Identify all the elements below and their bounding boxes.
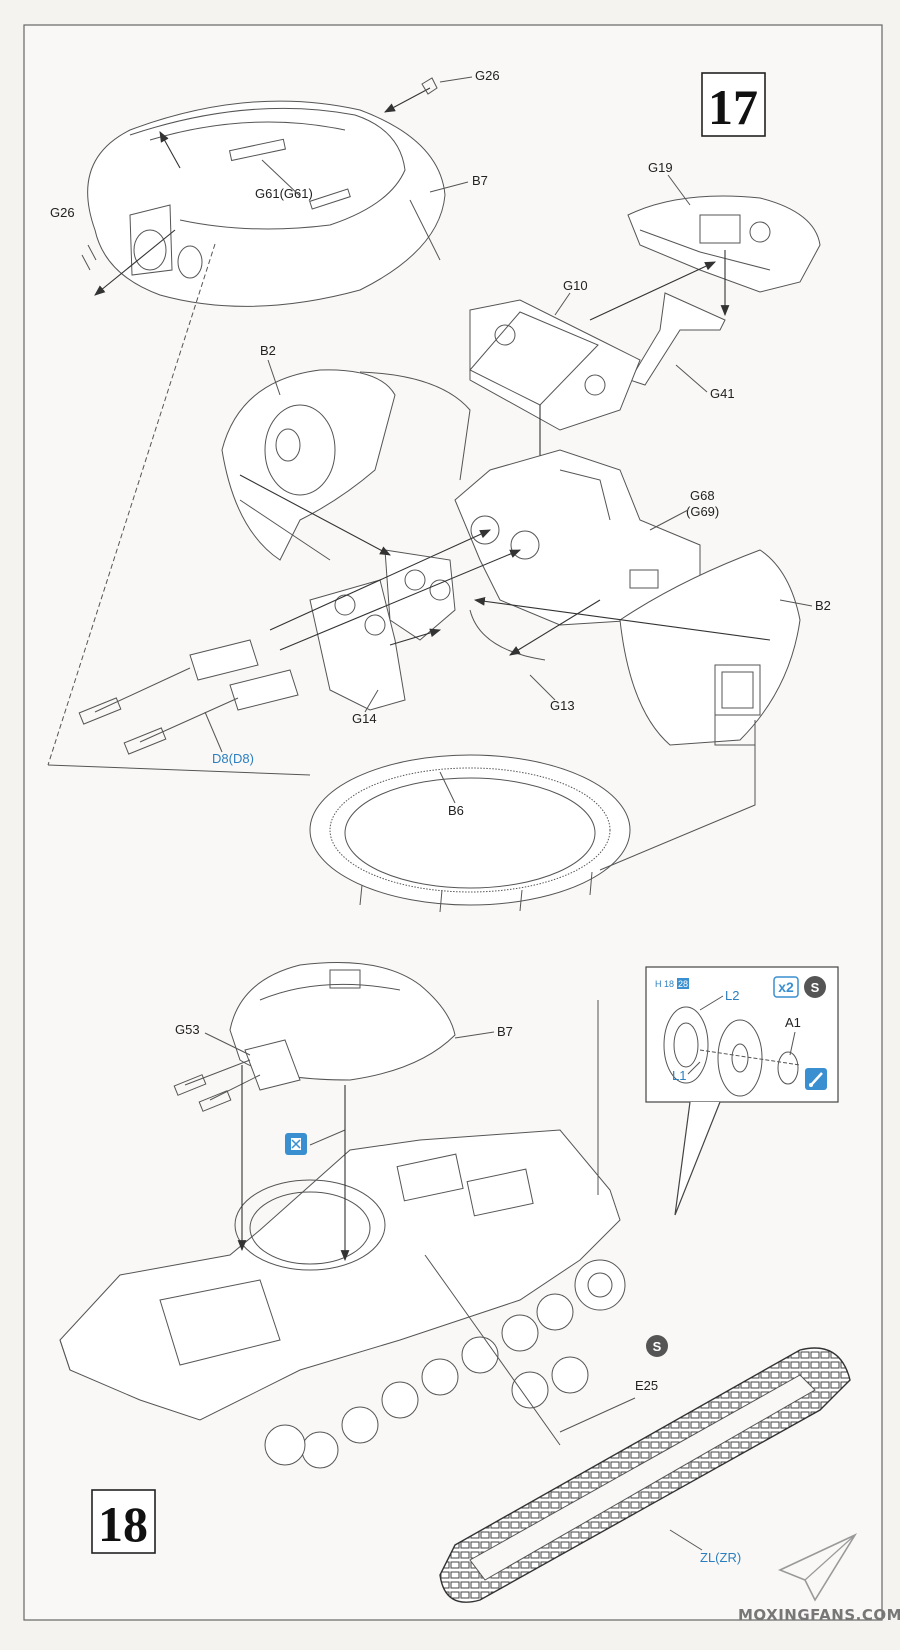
part-e25 — [559, 1397, 636, 1433]
inset-h28: 28 — [678, 979, 688, 989]
label-g10: G10 — [563, 278, 588, 293]
leader-g19 — [667, 174, 691, 206]
inset-h28-box — [677, 978, 689, 989]
road-wheels — [264, 1259, 626, 1469]
inset-label-a1: A1 — [785, 1015, 801, 1030]
watermark: MOXINGFANS.COM — [738, 1533, 900, 1624]
leader-g68 — [649, 509, 689, 531]
arrow-b2-right — [473, 596, 771, 641]
leader-b2-left — [267, 359, 281, 396]
arrow-g14 — [389, 628, 442, 646]
leader-g61 — [261, 159, 301, 197]
step-17-number: 17 — [708, 79, 758, 135]
guide-line-b2-b6 — [599, 720, 756, 871]
leader-cement — [309, 1129, 346, 1146]
g26-left-pins — [81, 244, 97, 271]
leader-g41 — [675, 364, 708, 393]
label-b2-right: B2 — [815, 598, 831, 613]
leader-b7-bottom — [454, 1031, 495, 1039]
label-g26-left: G26 — [50, 205, 75, 220]
label-b6: B6 — [448, 803, 464, 818]
leader-b7-top — [429, 181, 469, 193]
turret-roof-b7 — [87, 100, 446, 307]
turret-ring-b6 — [309, 754, 631, 913]
watermark-text: MOXINGFANS.COM — [738, 1606, 900, 1624]
label-g26-top: G26 — [475, 68, 500, 83]
leader-b6 — [439, 771, 456, 804]
leader-g53 — [204, 1032, 251, 1056]
cement-icon — [285, 1133, 307, 1155]
label-g53: G53 — [175, 1022, 200, 1037]
label-e25: E25 — [635, 1378, 658, 1393]
label-b7-bottom: B7 — [497, 1024, 513, 1039]
label-g13: G13 — [550, 698, 575, 713]
leader-d8 — [204, 711, 223, 753]
guide-line-b7 — [47, 243, 216, 766]
leader-g14 — [364, 689, 379, 713]
label-g68: G68 — [690, 488, 715, 503]
arrow-g13 — [509, 599, 601, 656]
hull — [59, 1129, 621, 1421]
inset-leader-l1 — [687, 1061, 701, 1075]
guide-line-b7-b — [47, 764, 311, 776]
leader-zl — [669, 1529, 703, 1551]
inset-leader-l2 — [699, 995, 724, 1011]
g13-curve — [469, 609, 546, 661]
inset-label-l2: L2 — [725, 988, 739, 1003]
inset-s-badge: S — [804, 976, 826, 998]
turret-side-b2-right — [619, 549, 801, 746]
turret-assembly-b7 — [173, 962, 456, 1112]
paper-plane-icon — [777, 1533, 858, 1602]
svg-text:S: S — [653, 1339, 662, 1354]
label-g41: G41 — [710, 386, 735, 401]
inset-label-l1: L1 — [672, 1068, 686, 1083]
inset-h-code: H — [655, 979, 662, 989]
leader-b2-right — [779, 599, 813, 607]
label-g19: G19 — [648, 160, 673, 175]
label-b7-top: B7 — [472, 173, 488, 188]
leader-g26-top — [439, 76, 473, 83]
part-g41 — [629, 292, 726, 386]
arrow-g61 — [159, 131, 181, 169]
label-zl: ZL(ZR) — [700, 1550, 741, 1565]
step-18-badge: 18 — [91, 1489, 156, 1554]
arrow-barrel-to-mantle — [269, 529, 492, 631]
arrow-g26-top — [384, 87, 431, 113]
part-g19 — [627, 195, 821, 293]
step-18-number: 18 — [98, 1496, 148, 1552]
leader-g10 — [554, 292, 571, 316]
svg-text:S: S — [811, 980, 820, 995]
arrow-b2-to-g13 — [239, 474, 391, 556]
arrow-g26-left — [94, 229, 176, 296]
svg-text:x2: x2 — [778, 979, 794, 995]
arrow-g10-to-g19 — [589, 261, 716, 321]
label-g14: G14 — [352, 711, 377, 726]
label-d8: D8(D8) — [212, 751, 254, 766]
arrow-barrel2-to-mantle — [279, 549, 522, 651]
leader-g13 — [529, 674, 556, 701]
badge-s-wheels: S — [646, 1335, 668, 1357]
inset-times2-badge: x2 — [773, 976, 799, 998]
inset-h18: 18 — [664, 979, 674, 989]
guide-line-track — [424, 1254, 561, 1446]
inset-leader-a1 — [789, 1031, 796, 1056]
part-g13 — [384, 549, 456, 641]
turret-side-b2-left — [221, 369, 471, 561]
g26-top-part — [421, 77, 438, 95]
mantle-body-g68 — [454, 449, 701, 626]
label-b2-left: B2 — [260, 343, 276, 358]
label-g61: G61(G61) — [255, 186, 313, 201]
machine-guns-d8 — [78, 639, 299, 755]
track-zl — [439, 1347, 851, 1603]
label-g69: (G69) — [686, 504, 719, 519]
inset-paint-icon — [805, 1068, 827, 1090]
step-17-badge: 17 — [701, 72, 766, 137]
